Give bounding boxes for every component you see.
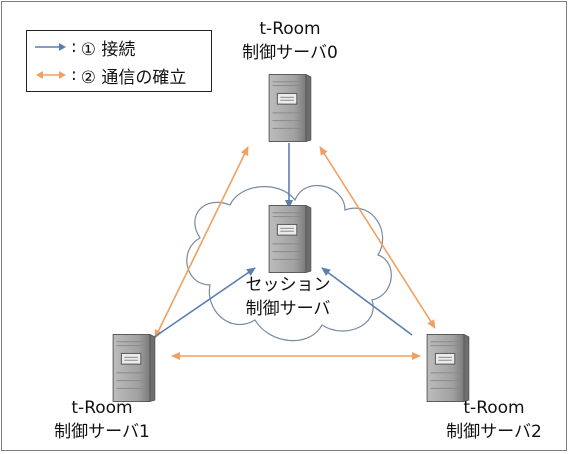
legend-establish-label: ② 通信の確立 [80, 67, 187, 88]
server2-icon [426, 334, 470, 402]
legend-connect-row: →: : ① 接続 [33, 34, 135, 60]
session-server-icon [268, 205, 312, 273]
connect-arrow-1 [149, 267, 256, 341]
server0-icon [268, 74, 312, 142]
server1-label: t-Room 制御サーバ1 [40, 396, 164, 444]
orange-double-arrow-icon [36, 71, 66, 79]
legend-box: →: : ① 接続 ↔: : ② 通信の確立 [26, 30, 212, 92]
server0-label-line2: 制御サーバ0 [242, 43, 338, 63]
session-label-line1: セッション [245, 275, 331, 295]
legend-establish-row: ↔: : ② 通信の確立 [33, 62, 186, 88]
establish-arrow-0-1 [154, 146, 249, 339]
server0-label-line1: t-Room [259, 19, 321, 39]
server2-label: t-Room 制御サーバ2 [432, 396, 556, 444]
server2-label-line2: 制御サーバ2 [446, 422, 542, 442]
legend-connect-label: ① 接続 [80, 39, 136, 60]
connect-arrow-2 [321, 267, 413, 336]
establish-arrow-0-2 [319, 146, 436, 329]
server1-label-line2: 制御サーバ1 [54, 422, 150, 442]
server1-label-line1: t-Room [71, 398, 133, 418]
blue-arrow-icon [35, 43, 66, 51]
session-label: セッション 制御サーバ [226, 273, 350, 321]
session-label-line2: 制御サーバ [245, 299, 331, 319]
server1-icon [112, 334, 156, 402]
server0-label: t-Room 制御サーバ0 [228, 17, 352, 65]
server2-label-line1: t-Room [463, 398, 525, 418]
